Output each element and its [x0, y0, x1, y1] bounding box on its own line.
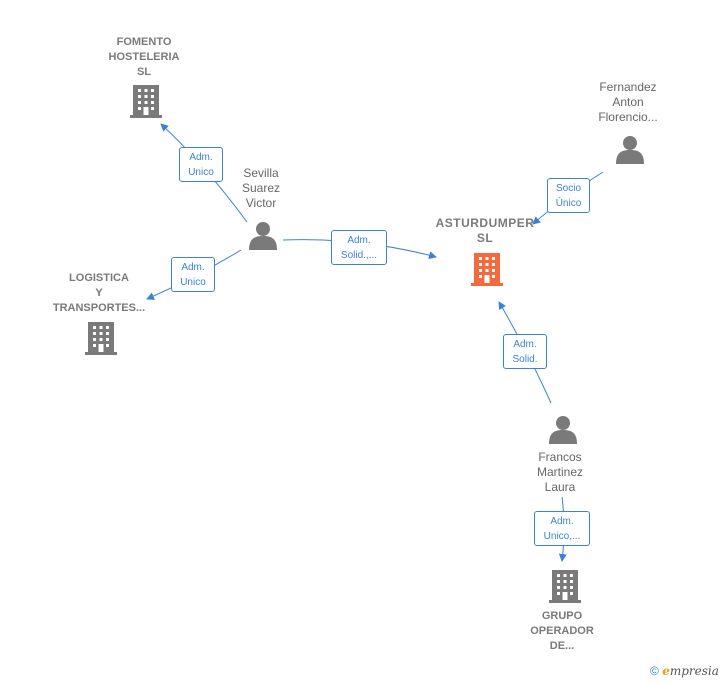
person-name-line: Fernandez [599, 80, 657, 94]
edge-label-line: Solid.,... [340, 250, 378, 261]
person-label-sevilla[interactable]: Sevilla Suarez Victor [221, 166, 301, 211]
copyright-symbol: © [650, 664, 659, 678]
person-name-line: Anton [612, 95, 644, 109]
empresia-logo: © empresia [650, 664, 719, 678]
company-name-line: GRUPO [541, 610, 583, 622]
edge-label-line: Socio [555, 183, 581, 194]
brand-name: empresia [662, 664, 719, 678]
edge-label-line: Unico [180, 277, 206, 288]
main-company-name-line: ASTURDUMPER [435, 216, 535, 230]
company-name-line: TRANSPORTES... [52, 302, 146, 314]
person-name-line: Francos [538, 450, 582, 464]
building-icon[interactable] [549, 570, 581, 603]
company-name-line: LOGISTICA [69, 272, 129, 284]
person-name-line: Sevilla [243, 166, 279, 180]
company-name-line: OPERADOR [530, 625, 594, 637]
building-icon[interactable] [130, 85, 162, 118]
edge-label-sevilla-logistica[interactable]: Adm. Unico [171, 257, 215, 292]
edge-label-line: Unico [188, 167, 214, 178]
edge-label-line: Adm. [347, 235, 371, 246]
company-name-line: Y [95, 287, 103, 299]
person-icon[interactable] [616, 136, 644, 164]
company-name-line: SL [136, 66, 152, 78]
edge-label-line: Solid. [512, 354, 538, 365]
edge-label-sevilla-fomento[interactable]: Adm. Unico [179, 147, 223, 182]
person-name-line: Laura [544, 480, 576, 494]
person-label-fernandez[interactable]: Fernandez Anton Florencio... [583, 80, 673, 125]
main-company-name-line: SL [476, 231, 494, 245]
edge-label-francos-asturdumper[interactable]: Adm. Solid. [503, 334, 547, 369]
person-icon[interactable] [549, 416, 577, 444]
company-label-fomento[interactable]: FOMENTO HOSTELERIA SL [94, 35, 194, 80]
edge-label-line: Adm. [550, 516, 574, 527]
company-name-line: DE... [549, 640, 575, 652]
person-name-line: Martinez [536, 465, 583, 479]
edge-label-line: Único [555, 198, 582, 209]
company-name-line: FOMENTO [116, 36, 172, 48]
company-label-grupo[interactable]: GRUPO OPERADOR DE... [512, 609, 612, 654]
edge-label-francos-grupo[interactable]: Adm. Unico,... [534, 511, 590, 546]
person-name-line: Victor [245, 196, 277, 210]
edge-label-line: Adm. [181, 262, 205, 273]
edge-label-line: Adm. [189, 152, 213, 163]
main-company-label[interactable]: ASTURDUMPER SL [425, 216, 545, 246]
person-icon[interactable] [249, 222, 277, 250]
person-label-francos[interactable]: Francos Martinez Laura [520, 450, 600, 495]
edge-label-fernandez-asturdumper[interactable]: Socio Único [547, 178, 590, 213]
company-name-line: HOSTELERIA [108, 51, 180, 63]
edge-label-line: Adm. [513, 339, 537, 350]
person-name-line: Florencio... [598, 110, 658, 124]
edge-label-sevilla-asturdumper[interactable]: Adm. Solid.,... [331, 230, 387, 265]
edge-label-line: Unico,... [543, 531, 581, 542]
person-name-line: Suarez [241, 181, 281, 195]
building-icon[interactable] [471, 253, 503, 286]
building-icon[interactable] [85, 322, 117, 355]
company-label-logistica[interactable]: LOGISTICA Y TRANSPORTES... [44, 271, 154, 316]
